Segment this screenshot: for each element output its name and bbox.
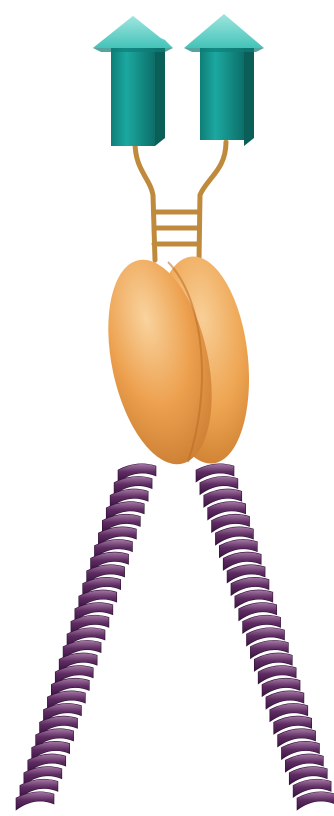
linker-strand-right <box>199 142 226 260</box>
arrow-right-body <box>200 48 244 140</box>
arrow-right-side <box>244 40 254 146</box>
arrow-left-body <box>111 48 155 146</box>
beta-strand-arrow-left <box>93 16 173 146</box>
globular-domain <box>91 250 258 473</box>
helix-turn <box>297 792 334 810</box>
arrow-left-head-shade <box>93 48 173 52</box>
arrow-right-head-shade <box>184 48 264 52</box>
alpha-helix-coil-right <box>196 464 334 810</box>
linker-ladder <box>135 142 226 260</box>
arrow-right-head <box>184 14 264 48</box>
beta-strand-arrow-right <box>184 14 264 146</box>
arrow-left-side <box>155 40 165 146</box>
linker-strand-left <box>135 142 155 260</box>
alpha-helix-coil-left <box>16 464 156 810</box>
arrow-left-head <box>93 16 173 48</box>
